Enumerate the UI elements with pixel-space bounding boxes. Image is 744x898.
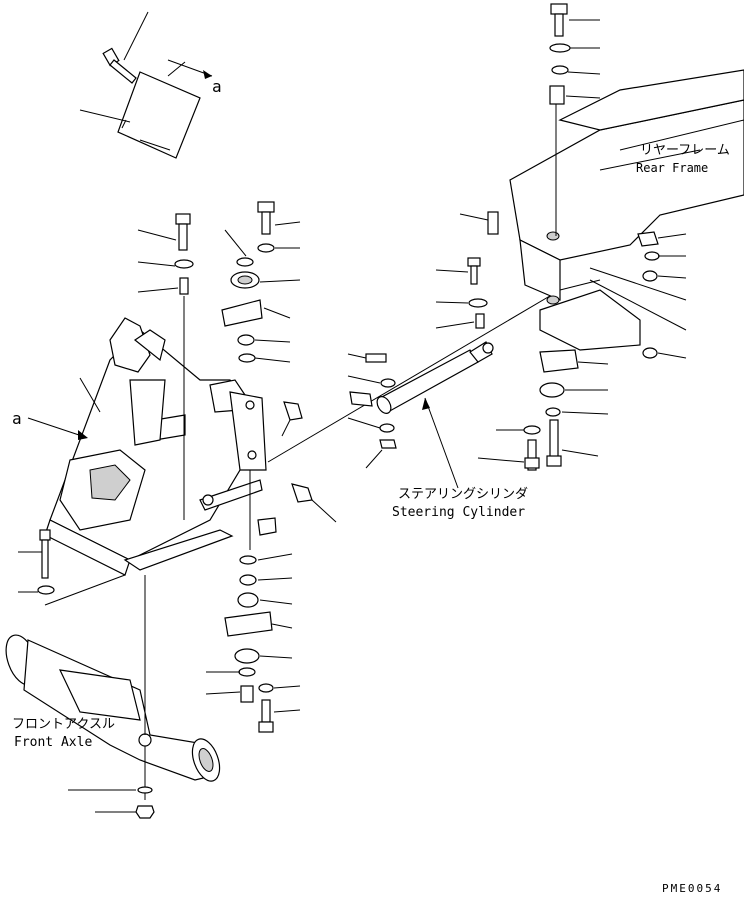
rear-top-stack — [549, 3, 601, 236]
drawing-code: PME0054 — [662, 882, 722, 895]
rear-right-small-parts — [637, 231, 687, 359]
rear-frame: リヤーフレーム Rear Frame — [509, 69, 744, 351]
rear-left-pin-stack — [435, 211, 499, 329]
steering-cylinder: ステアリングシリンダ Steering Cylinder — [267, 289, 561, 520]
steering-cylinder-label-jp: ステアリングシリンダ — [398, 487, 528, 502]
cover-plate-assembly: a — [79, 11, 222, 159]
rear-lower-stack — [477, 349, 609, 471]
left-bolt-group — [18, 377, 126, 606]
cover-plate — [117, 71, 201, 159]
steering-cylinder-label-en: Steering Cylinder — [392, 505, 525, 520]
cylinder-pin-hardware — [347, 353, 397, 469]
rear-frame-label-en: Rear Frame — [636, 161, 708, 175]
front-axle-label-en: Front Axle — [14, 735, 92, 750]
front-frame — [44, 317, 277, 576]
lower-hinge-stack — [205, 470, 301, 733]
axle-bottom-stack — [68, 746, 155, 819]
cover-bolt — [102, 47, 137, 84]
upper-pin-stack-left — [137, 213, 194, 520]
grease-fitting-lower — [291, 483, 337, 523]
view-a-left: a — [12, 409, 88, 440]
front-axle-label-jp: フロントアクスル — [12, 717, 115, 732]
rear-frame-label-jp: リヤーフレーム — [640, 143, 730, 158]
grease-fitting-upper — [281, 401, 303, 437]
view-a-label-top: a — [212, 77, 222, 96]
upper-hinge-stack — [221, 201, 301, 363]
connector-lines — [559, 267, 687, 331]
front-axle: フロントアクスル Front Axle — [5, 575, 221, 782]
view-a-label-left: a — [12, 409, 22, 428]
